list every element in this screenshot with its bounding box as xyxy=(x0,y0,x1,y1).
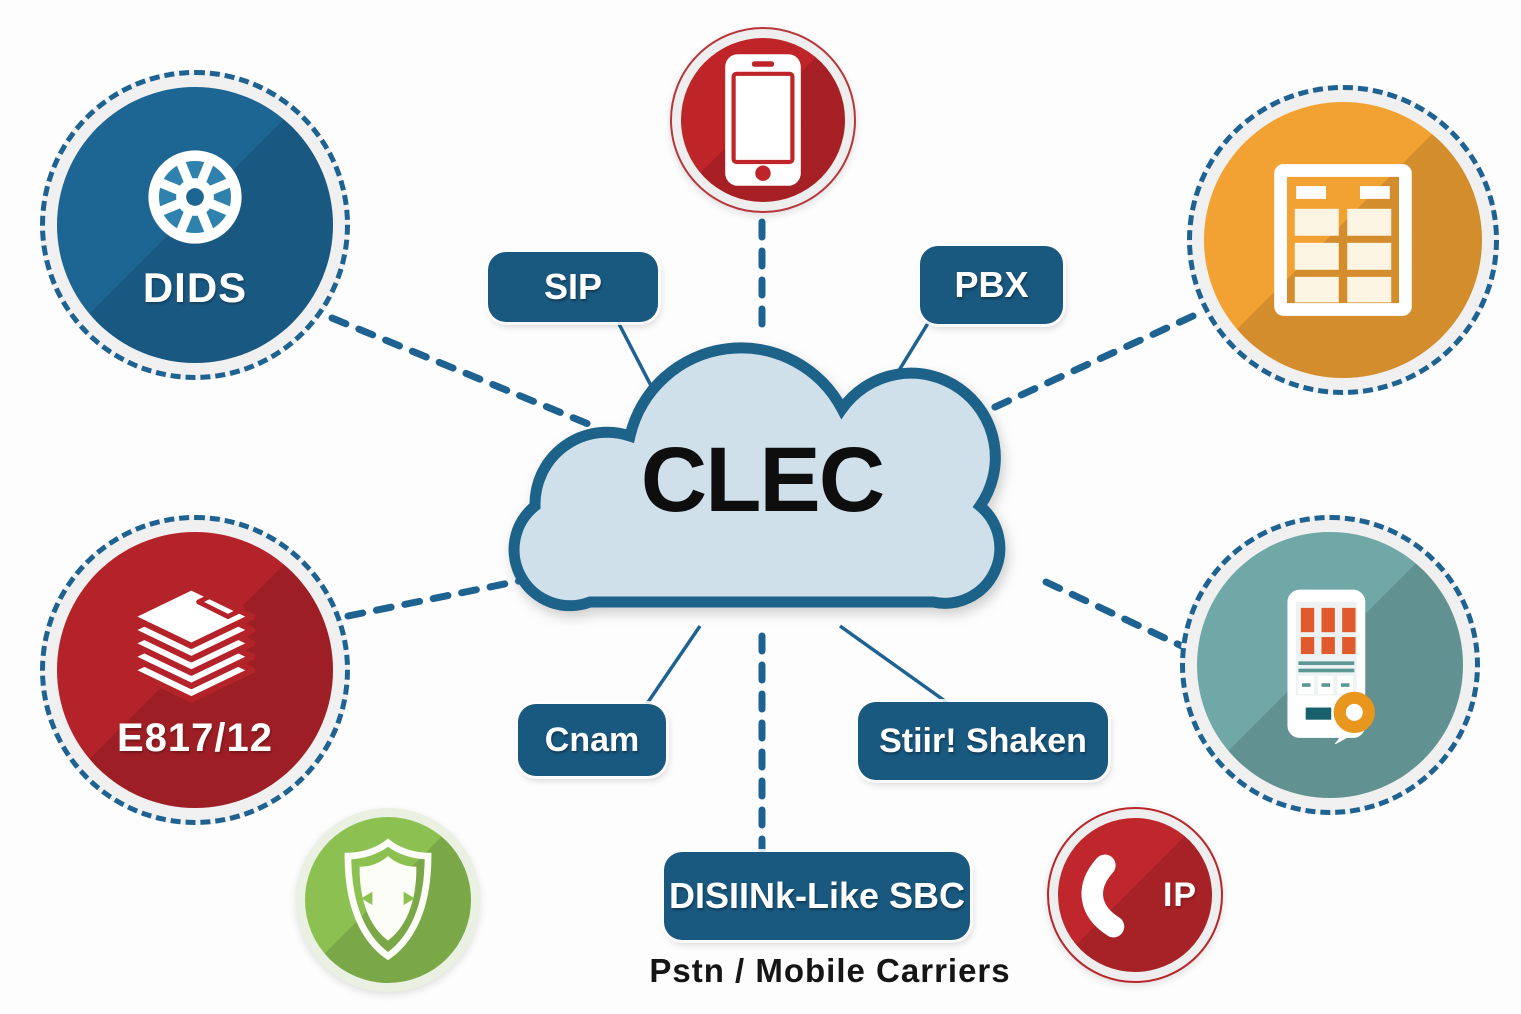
shield-icon xyxy=(344,838,432,961)
node-e817: E817/12 xyxy=(40,515,350,825)
tag-sip: SIP xyxy=(488,252,658,322)
node-ip-circle: IP xyxy=(1058,818,1212,972)
node-dids: DIDS xyxy=(40,70,350,380)
connector-cloud-stirshaken xyxy=(838,624,954,708)
cloud-path xyxy=(508,342,1006,612)
node-device-circle xyxy=(1197,532,1463,798)
rosette-wheel-icon xyxy=(148,150,242,244)
node-device xyxy=(1180,515,1480,815)
cloud-shape-icon xyxy=(508,342,1006,612)
connector-cloud-device xyxy=(1042,578,1190,652)
node-e817-circle: E817/12 xyxy=(57,532,333,808)
data-table-icon xyxy=(1274,164,1412,316)
phone-handset-icon xyxy=(1081,854,1125,938)
node-ip-label: IP xyxy=(1162,875,1198,914)
node-mobile-circle xyxy=(681,38,845,202)
smartphone-icon xyxy=(725,54,801,186)
tag-sbc: DISIINk-Like SBC xyxy=(664,852,970,940)
stacked-layers-icon xyxy=(127,583,256,703)
connector-dids-cloud xyxy=(328,314,602,432)
mobile-billing-icon xyxy=(1287,589,1375,744)
tag-pbx: PBX xyxy=(920,246,1063,324)
tag-stir-shaken: Stiir! Shaken xyxy=(858,702,1108,780)
clec-cloud: CLEC xyxy=(478,310,1046,632)
node-shield xyxy=(296,808,480,992)
connector-e817-cloud xyxy=(344,576,528,620)
node-e817-label: E817/12 xyxy=(116,715,274,760)
node-table-circle xyxy=(1204,102,1482,378)
node-ip: IP xyxy=(1047,807,1223,983)
node-dids-label: DIDS xyxy=(142,264,248,311)
node-dids-circle: DIDS xyxy=(57,87,333,363)
connector-cloud-cnam xyxy=(642,625,702,709)
node-mobile xyxy=(670,27,856,213)
node-shield-circle xyxy=(305,817,471,983)
pstn-mobile-carriers-caption: Pstn / Mobile Carriers xyxy=(649,952,1011,989)
connector-table-cloud xyxy=(954,312,1197,428)
tag-cnam: Cnam xyxy=(518,704,666,776)
node-table xyxy=(1187,85,1499,395)
cloud-title: CLEC xyxy=(640,429,885,531)
